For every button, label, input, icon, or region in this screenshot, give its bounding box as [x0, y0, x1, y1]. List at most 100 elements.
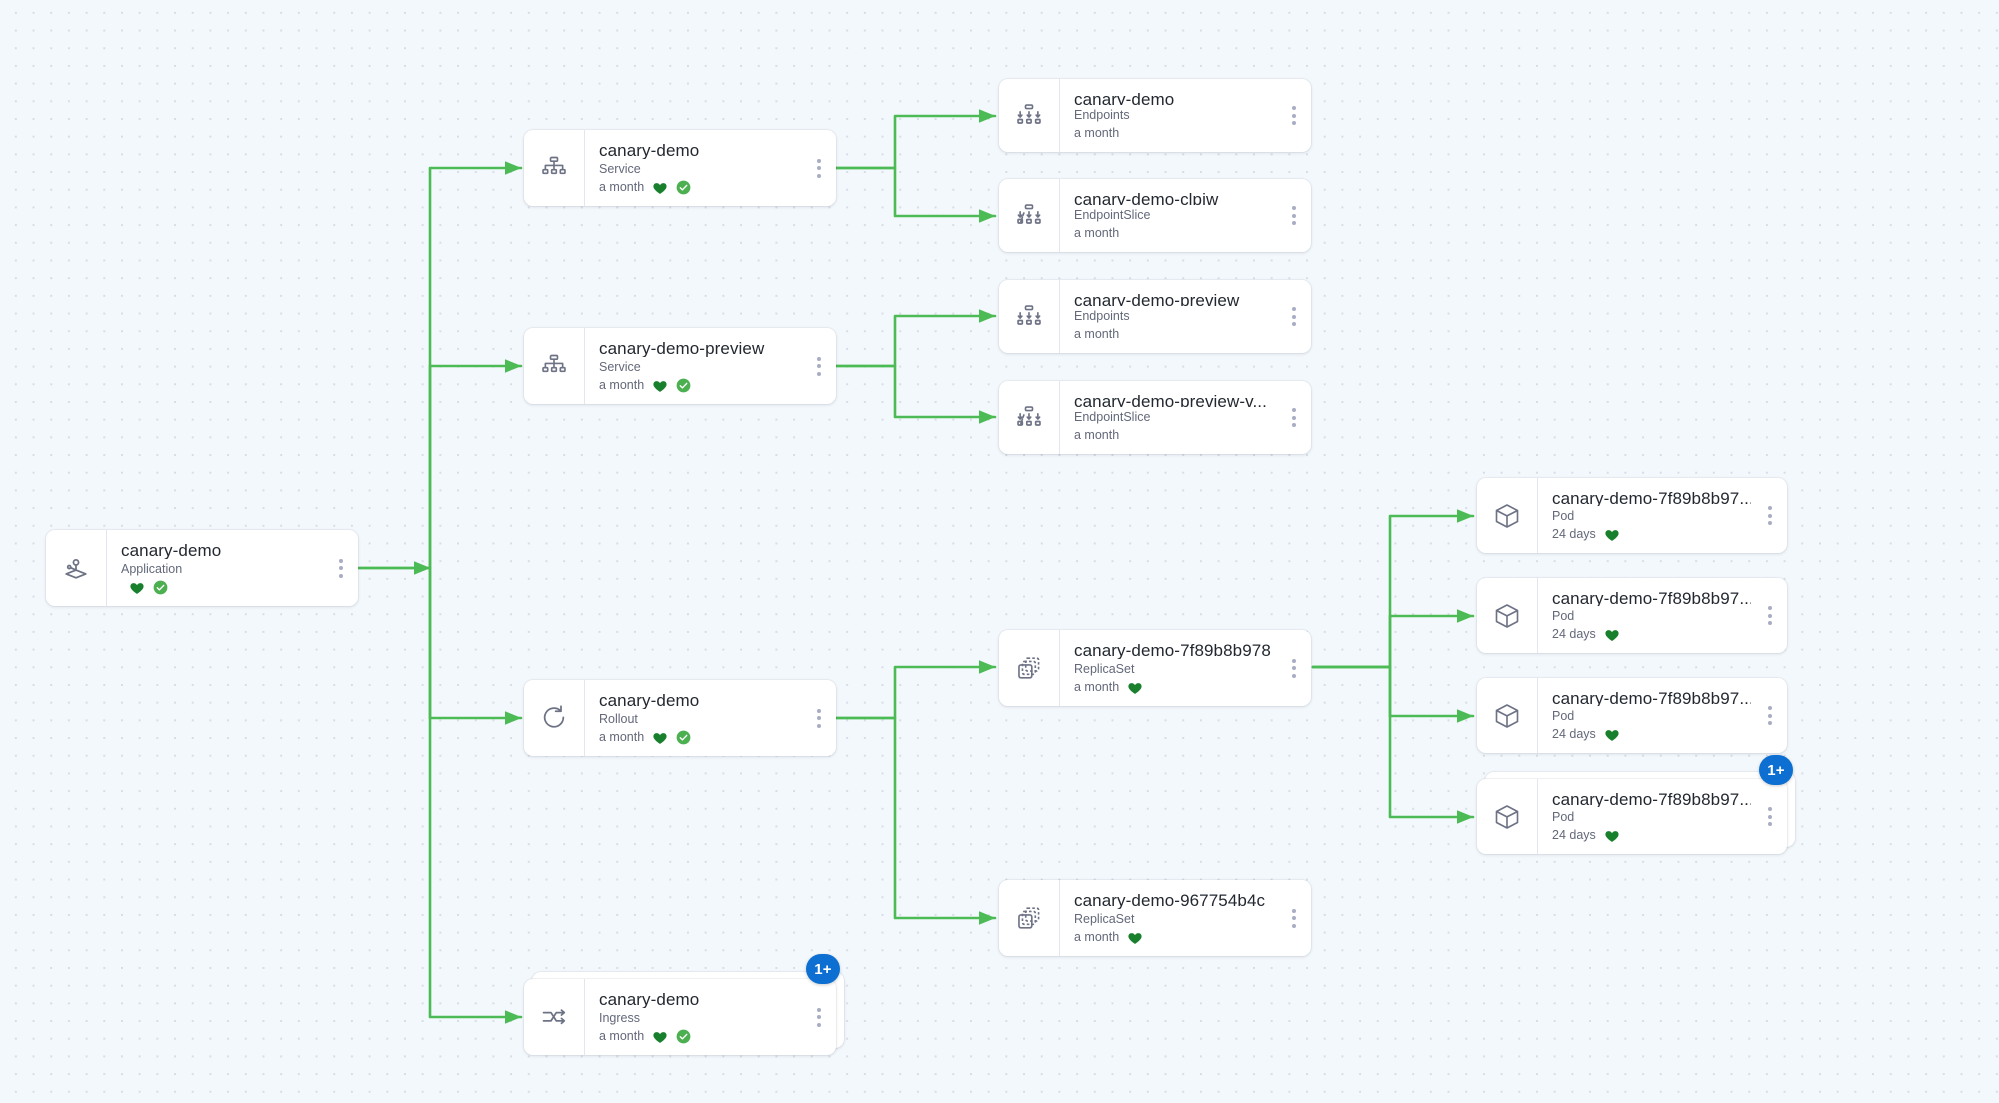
node-title: canary-demo-preview-v...: [1074, 392, 1267, 407]
node-actions-menu[interactable]: [802, 130, 836, 206]
node-actions-menu[interactable]: [1753, 678, 1787, 753]
node-age: 24 days: [1552, 627, 1596, 641]
kebab-menu-icon[interactable]: [817, 356, 821, 376]
kebab-menu-icon[interactable]: [1292, 307, 1296, 326]
kebab-menu-icon[interactable]: [817, 158, 821, 178]
node-age: a month: [1074, 930, 1120, 944]
healthy-heart-icon: [653, 182, 667, 194]
node-status-row: a month: [1074, 929, 1275, 946]
node-title: canary-demo: [599, 691, 700, 709]
node-title: canary-demo-7f89b8b978: [1074, 641, 1271, 659]
node-kind: ReplicaSet: [1074, 662, 1135, 676]
node-title: canary-demo-7f89b8b97...: [1552, 489, 1751, 506]
node-status-row: a month: [1074, 326, 1275, 343]
node-count-badge-ingress[interactable]: 1+: [806, 954, 840, 984]
node-kind: Pod: [1552, 709, 1575, 723]
node-card-endpointslice[interactable]: canary-demo-clpjw EndpointSlice a month: [999, 179, 1311, 252]
node-status-row: a month: [1074, 125, 1275, 142]
node-age: a month: [599, 1029, 645, 1043]
endpoints-icon: [999, 79, 1059, 152]
kebab-menu-icon[interactable]: [1768, 506, 1772, 525]
node-card-pod-3[interactable]: canary-demo-7f89b8b97... Pod 24 days: [1477, 678, 1787, 753]
node-card-service[interactable]: canary-demo Service a month: [524, 130, 836, 206]
kebab-menu-icon[interactable]: [1292, 658, 1296, 678]
node-status-row: 24 days: [1552, 626, 1751, 643]
node-kind: Pod: [1552, 609, 1575, 623]
node-content: canary-demo-clpjw EndpointSlice a month: [1059, 179, 1277, 252]
node-age: 24 days: [1552, 527, 1596, 541]
kebab-menu-icon[interactable]: [1292, 908, 1296, 928]
node-card-rollout[interactable]: canary-demo Rollout a month: [524, 680, 836, 756]
endpointslice-icon: [999, 179, 1059, 252]
kebab-menu-icon[interactable]: [817, 1007, 821, 1027]
pod-icon: [1477, 779, 1537, 854]
node-card-service-preview[interactable]: canary-demo-preview Service a month: [524, 328, 836, 404]
node-card-pod-1[interactable]: canary-demo-7f89b8b97... Pod 24 days: [1477, 478, 1787, 553]
node-actions-menu[interactable]: [1277, 280, 1311, 353]
synced-check-icon: [676, 378, 691, 393]
node-status-row: a month: [599, 377, 800, 394]
pod-icon: [1477, 578, 1537, 653]
node-actions-menu[interactable]: [1277, 880, 1311, 956]
node-card-pod-4[interactable]: canary-demo-7f89b8b97... Pod 24 days: [1477, 779, 1787, 854]
node-card-endpoints[interactable]: canary-demo Endpoints a month: [999, 79, 1311, 152]
node-content: canary-demo Ingress a month: [584, 979, 802, 1055]
node-card-ingress[interactable]: canary-demo Ingress a month: [524, 979, 836, 1055]
node-content: canary-demo Service a month: [584, 130, 802, 206]
service-icon: [524, 328, 584, 404]
node-kind: Service: [599, 360, 641, 374]
node-actions-menu[interactable]: [1753, 779, 1787, 854]
kebab-menu-icon[interactable]: [1768, 807, 1772, 826]
node-actions-menu[interactable]: [1277, 630, 1311, 706]
kebab-menu-icon[interactable]: [1292, 206, 1296, 225]
node-card-replicaset-7f89b8b978[interactable]: canary-demo-7f89b8b978 ReplicaSet a mont…: [999, 630, 1311, 706]
application-icon: [46, 530, 106, 606]
kebab-menu-icon[interactable]: [339, 558, 343, 578]
node-actions-menu[interactable]: [1277, 79, 1311, 152]
node-content: canary-demo-preview-v... EndpointSlice a…: [1059, 381, 1277, 454]
node-actions-menu[interactable]: [802, 979, 836, 1055]
node-card-endpointslice-preview[interactable]: canary-demo-preview-v... EndpointSlice a…: [999, 381, 1311, 454]
node-actions-menu[interactable]: [802, 328, 836, 404]
node-actions-menu[interactable]: [1753, 578, 1787, 653]
node-actions-menu[interactable]: [802, 680, 836, 756]
node-kind: ReplicaSet: [1074, 912, 1135, 926]
node-actions-menu[interactable]: [1753, 478, 1787, 553]
synced-check-icon: [676, 1029, 691, 1044]
node-age: a month: [599, 378, 645, 392]
node-card-endpoints-preview[interactable]: canary-demo-preview Endpoints a month: [999, 280, 1311, 353]
node-kind: Ingress: [599, 1011, 640, 1025]
node-card-application[interactable]: canary-demo Application: [46, 530, 358, 606]
node-title: canary-demo: [121, 541, 222, 560]
node-actions-menu[interactable]: [1277, 381, 1311, 454]
node-count-badge-pods[interactable]: 1+: [1759, 755, 1793, 785]
kebab-menu-icon[interactable]: [1292, 408, 1296, 427]
node-card-replicaset-967754b4c[interactable]: canary-demo-967754b4c ReplicaSet a month: [999, 880, 1311, 956]
endpoints-icon: [999, 280, 1059, 353]
node-content: canary-demo-7f89b8b97... Pod 24 days: [1537, 578, 1753, 653]
kebab-menu-icon[interactable]: [1292, 106, 1296, 125]
healthy-heart-icon: [1128, 682, 1142, 694]
healthy-heart-icon: [1605, 529, 1619, 541]
node-content: canary-demo-7f89b8b97... Pod 24 days: [1537, 478, 1753, 553]
node-actions-menu[interactable]: [1277, 179, 1311, 252]
node-actions-menu[interactable]: [324, 530, 358, 606]
kebab-menu-icon[interactable]: [1768, 606, 1772, 625]
node-status-row: a month: [1074, 679, 1275, 696]
node-kind: Rollout: [599, 712, 638, 726]
node-kind: Pod: [1552, 509, 1575, 523]
node-title: canary-demo-preview: [599, 339, 765, 357]
node-status-row: [121, 579, 322, 596]
kebab-menu-icon[interactable]: [817, 708, 821, 728]
node-card-pod-2[interactable]: canary-demo-7f89b8b97... Pod 24 days: [1477, 578, 1787, 653]
kebab-menu-icon[interactable]: [1768, 706, 1772, 725]
node-kind: Endpoints: [1074, 309, 1130, 323]
healthy-heart-icon: [653, 732, 667, 744]
healthy-heart-icon: [1605, 729, 1619, 741]
node-status-row: a month: [599, 729, 800, 746]
service-icon: [524, 130, 584, 206]
healthy-heart-icon: [653, 1031, 667, 1043]
node-content: canary-demo-7f89b8b97... Pod 24 days: [1537, 779, 1753, 854]
synced-check-icon: [676, 180, 691, 195]
